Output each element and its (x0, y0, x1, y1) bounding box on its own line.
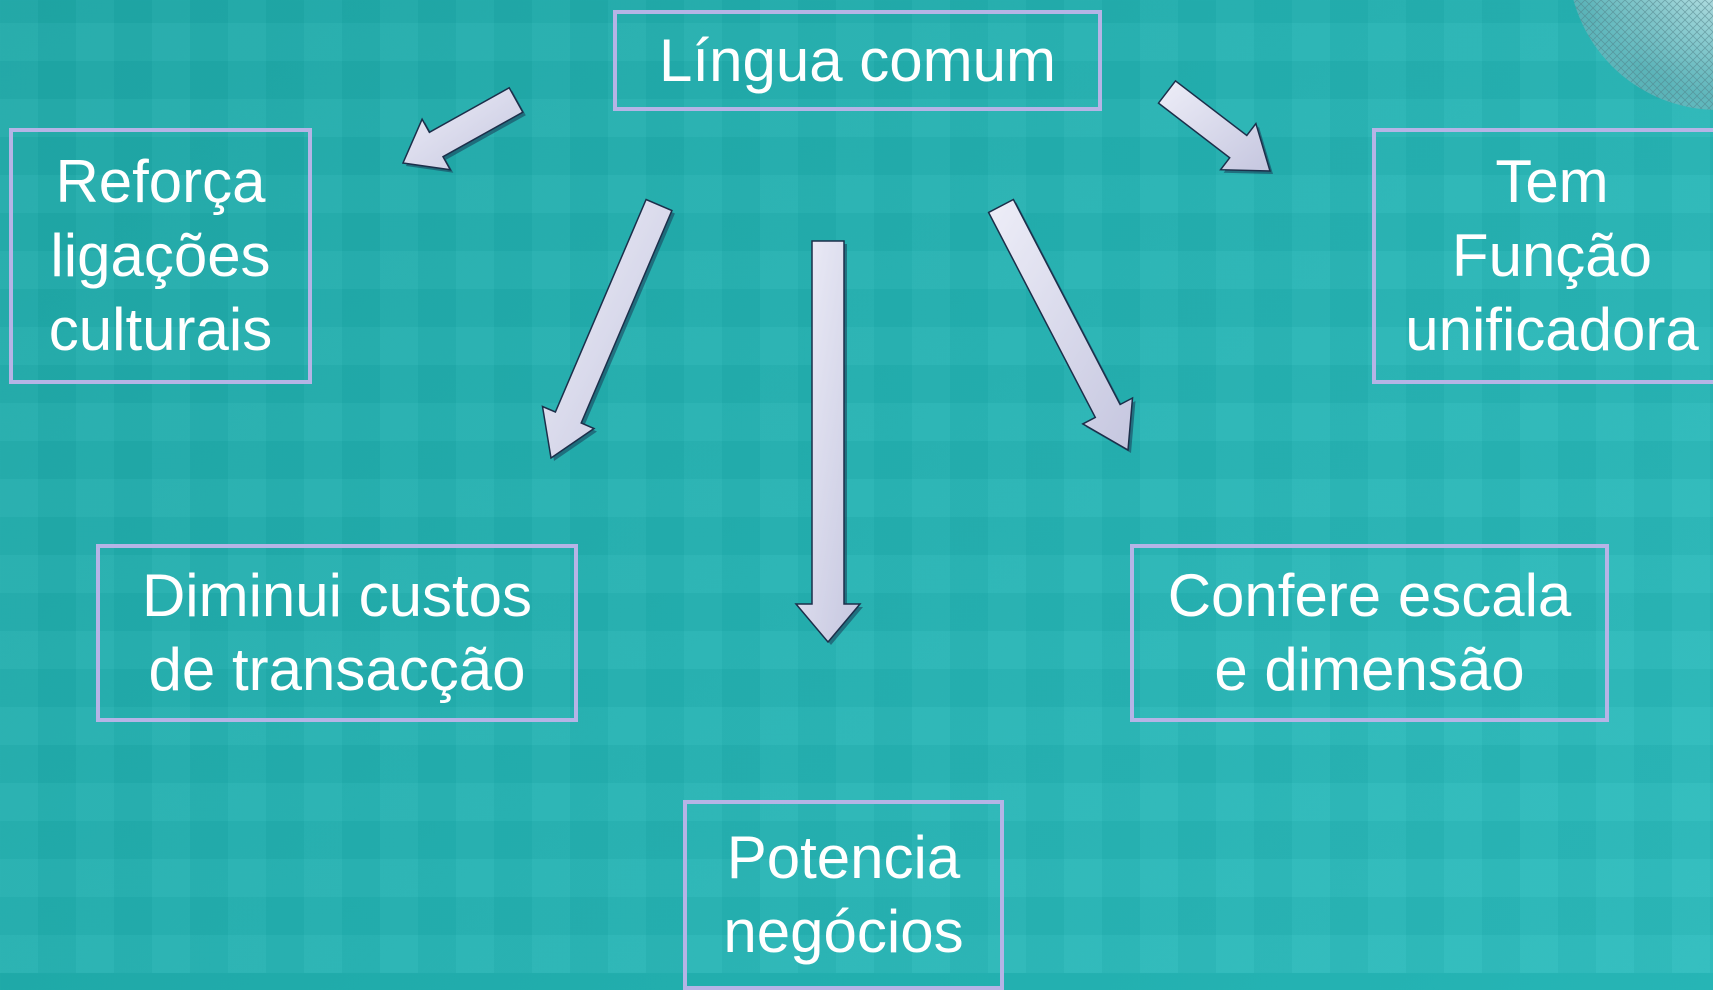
arrow-to-left (401, 86, 524, 171)
node-bottom-label: Potencia negócios (723, 824, 964, 965)
node-bottom-right-label: Confere escala e dimensão (1167, 562, 1572, 703)
node-bottom: Potencia negócios (683, 800, 1004, 990)
arrow-to-bottom (794, 240, 862, 644)
node-center: Língua comum (613, 10, 1102, 111)
node-bottom-left: Diminui custos de transacção (96, 544, 578, 722)
node-right-label: Tem Função unificadora (1405, 148, 1699, 363)
node-bottom-left-label: Diminui custos de transacção (141, 562, 533, 703)
node-right: Tem Função unificadora (1372, 128, 1713, 384)
node-bottom-right: Confere escala e dimensão (1130, 544, 1609, 722)
globe-ornament (1573, 0, 1713, 110)
node-center-label: Língua comum (659, 26, 1056, 94)
node-left-label: Reforça ligações culturais (48, 148, 273, 363)
node-left: Reforça ligações culturais (9, 128, 312, 384)
arrow-to-bottom-right (987, 198, 1134, 452)
arrow-to-bottom-left (541, 198, 673, 460)
arrow-to-right (1157, 79, 1272, 172)
